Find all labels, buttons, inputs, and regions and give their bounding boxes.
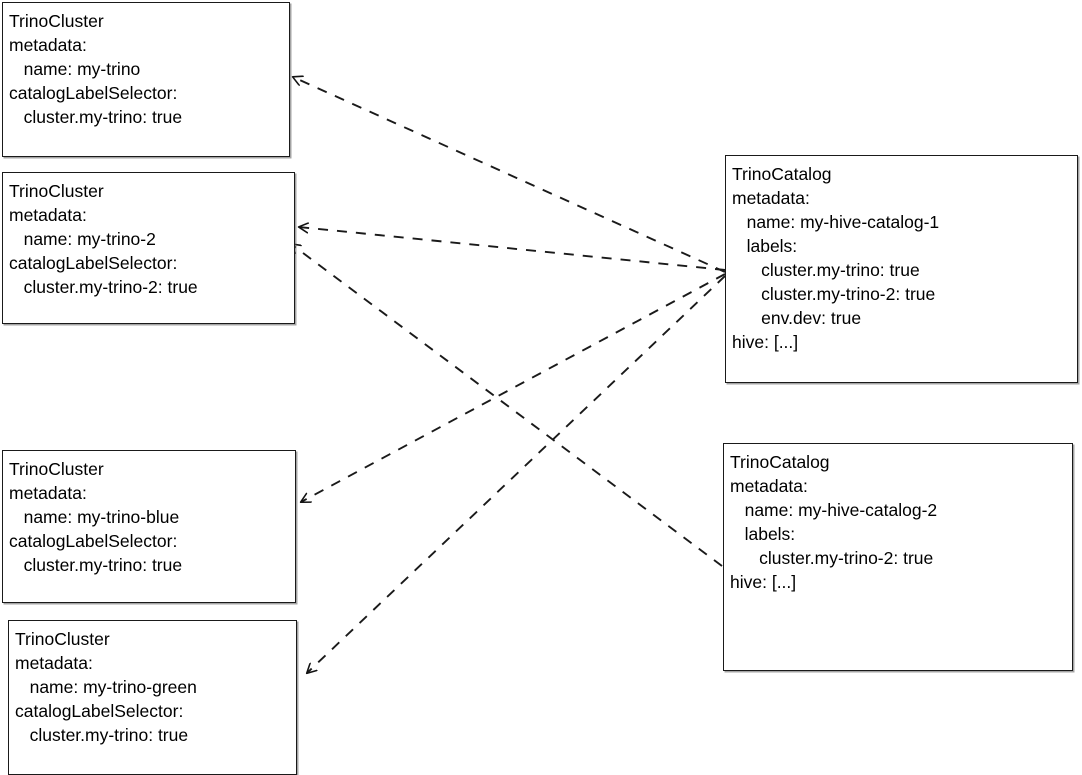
- node-line: name: my-trino: [9, 59, 141, 79]
- node-body: TrinoCluster metadata: name: my-trino cata…: [3, 3, 289, 129]
- node-line: cluster.my-trino: true: [9, 107, 183, 127]
- node-line: labels:: [732, 236, 798, 256]
- node-trinocluster-my-trino-green[interactable]: TrinoCluster metadata: name: my-trino-gre…: [8, 620, 297, 775]
- node-line: env.dev: true: [732, 308, 862, 328]
- node-line: TrinoCatalog: [730, 452, 830, 472]
- node-line: name: my-trino-2: [9, 229, 156, 249]
- node-body: TrinoCluster metadata: name: my-trino-2 ca…: [3, 173, 294, 299]
- node-line: cluster.my-trino-2: true: [9, 277, 198, 297]
- node-line: metadata:: [15, 653, 93, 673]
- node-line: TrinoCatalog: [732, 164, 832, 184]
- node-line: labels:: [730, 524, 796, 544]
- node-body: TrinoCluster metadata: name: my-trino-gre…: [9, 621, 296, 747]
- node-line: metadata:: [732, 188, 810, 208]
- node-line: cluster.my-trino-2: true: [732, 284, 936, 304]
- node-line: TrinoCluster: [15, 629, 110, 649]
- node-line: metadata:: [730, 476, 808, 496]
- node-line: catalogLabelSelector:: [9, 83, 178, 103]
- node-line: catalogLabelSelector:: [9, 253, 178, 273]
- node-trinocatalog-my-hive-catalog-2[interactable]: TrinoCatalog metadata: name: my-hive-cata…: [723, 443, 1073, 671]
- node-line: name: my-trino-blue: [9, 507, 180, 527]
- edge-catalog1-to-cluster-my-trino-2-a: [299, 227, 726, 271]
- node-line: metadata:: [9, 35, 87, 55]
- node-body: TrinoCatalog metadata: name: my-hive-cata…: [724, 444, 1072, 594]
- node-line: catalogLabelSelector:: [15, 701, 184, 721]
- node-line: name: my-hive-catalog-1: [732, 212, 940, 232]
- edge-group: [291, 77, 726, 673]
- node-line: TrinoCluster: [9, 459, 104, 479]
- node-line: cluster.my-trino-2: true: [730, 548, 934, 568]
- node-line: cluster.my-trino: true: [732, 260, 920, 280]
- edge-catalog1-to-cluster-my-trino-green: [307, 275, 726, 673]
- node-trinocluster-my-trino-2[interactable]: TrinoCluster metadata: name: my-trino-2 ca…: [2, 172, 295, 324]
- node-line: catalogLabelSelector:: [9, 531, 178, 551]
- edge-catalog2-to-cluster-my-trino-2: [291, 244, 723, 567]
- node-line: cluster.my-trino: true: [9, 555, 183, 575]
- node-trinocluster-my-trino[interactable]: TrinoCluster metadata: name: my-trino cata…: [2, 2, 290, 157]
- node-trinocluster-my-trino-blue[interactable]: TrinoCluster metadata: name: my-trino-blu…: [2, 450, 296, 603]
- node-line: TrinoCluster: [9, 181, 104, 201]
- node-body: TrinoCluster metadata: name: my-trino-blu…: [3, 451, 295, 577]
- node-body: TrinoCatalog metadata: name: my-hive-cata…: [726, 156, 1077, 354]
- node-line: metadata:: [9, 205, 87, 225]
- node-line: name: my-hive-catalog-2: [730, 500, 938, 520]
- node-line: name: my-trino-green: [15, 677, 197, 697]
- node-line: hive: [...]: [730, 572, 797, 592]
- node-line: metadata:: [9, 483, 87, 503]
- edge-catalog1-to-cluster-my-trino-blue: [301, 273, 726, 502]
- edge-catalog1-to-cluster-my-trino: [293, 77, 726, 273]
- node-line: cluster.my-trino: true: [15, 725, 189, 745]
- node-trinocatalog-my-hive-catalog-1[interactable]: TrinoCatalog metadata: name: my-hive-cata…: [725, 155, 1078, 383]
- node-line: TrinoCluster: [9, 11, 104, 31]
- node-line: hive: [...]: [732, 332, 799, 352]
